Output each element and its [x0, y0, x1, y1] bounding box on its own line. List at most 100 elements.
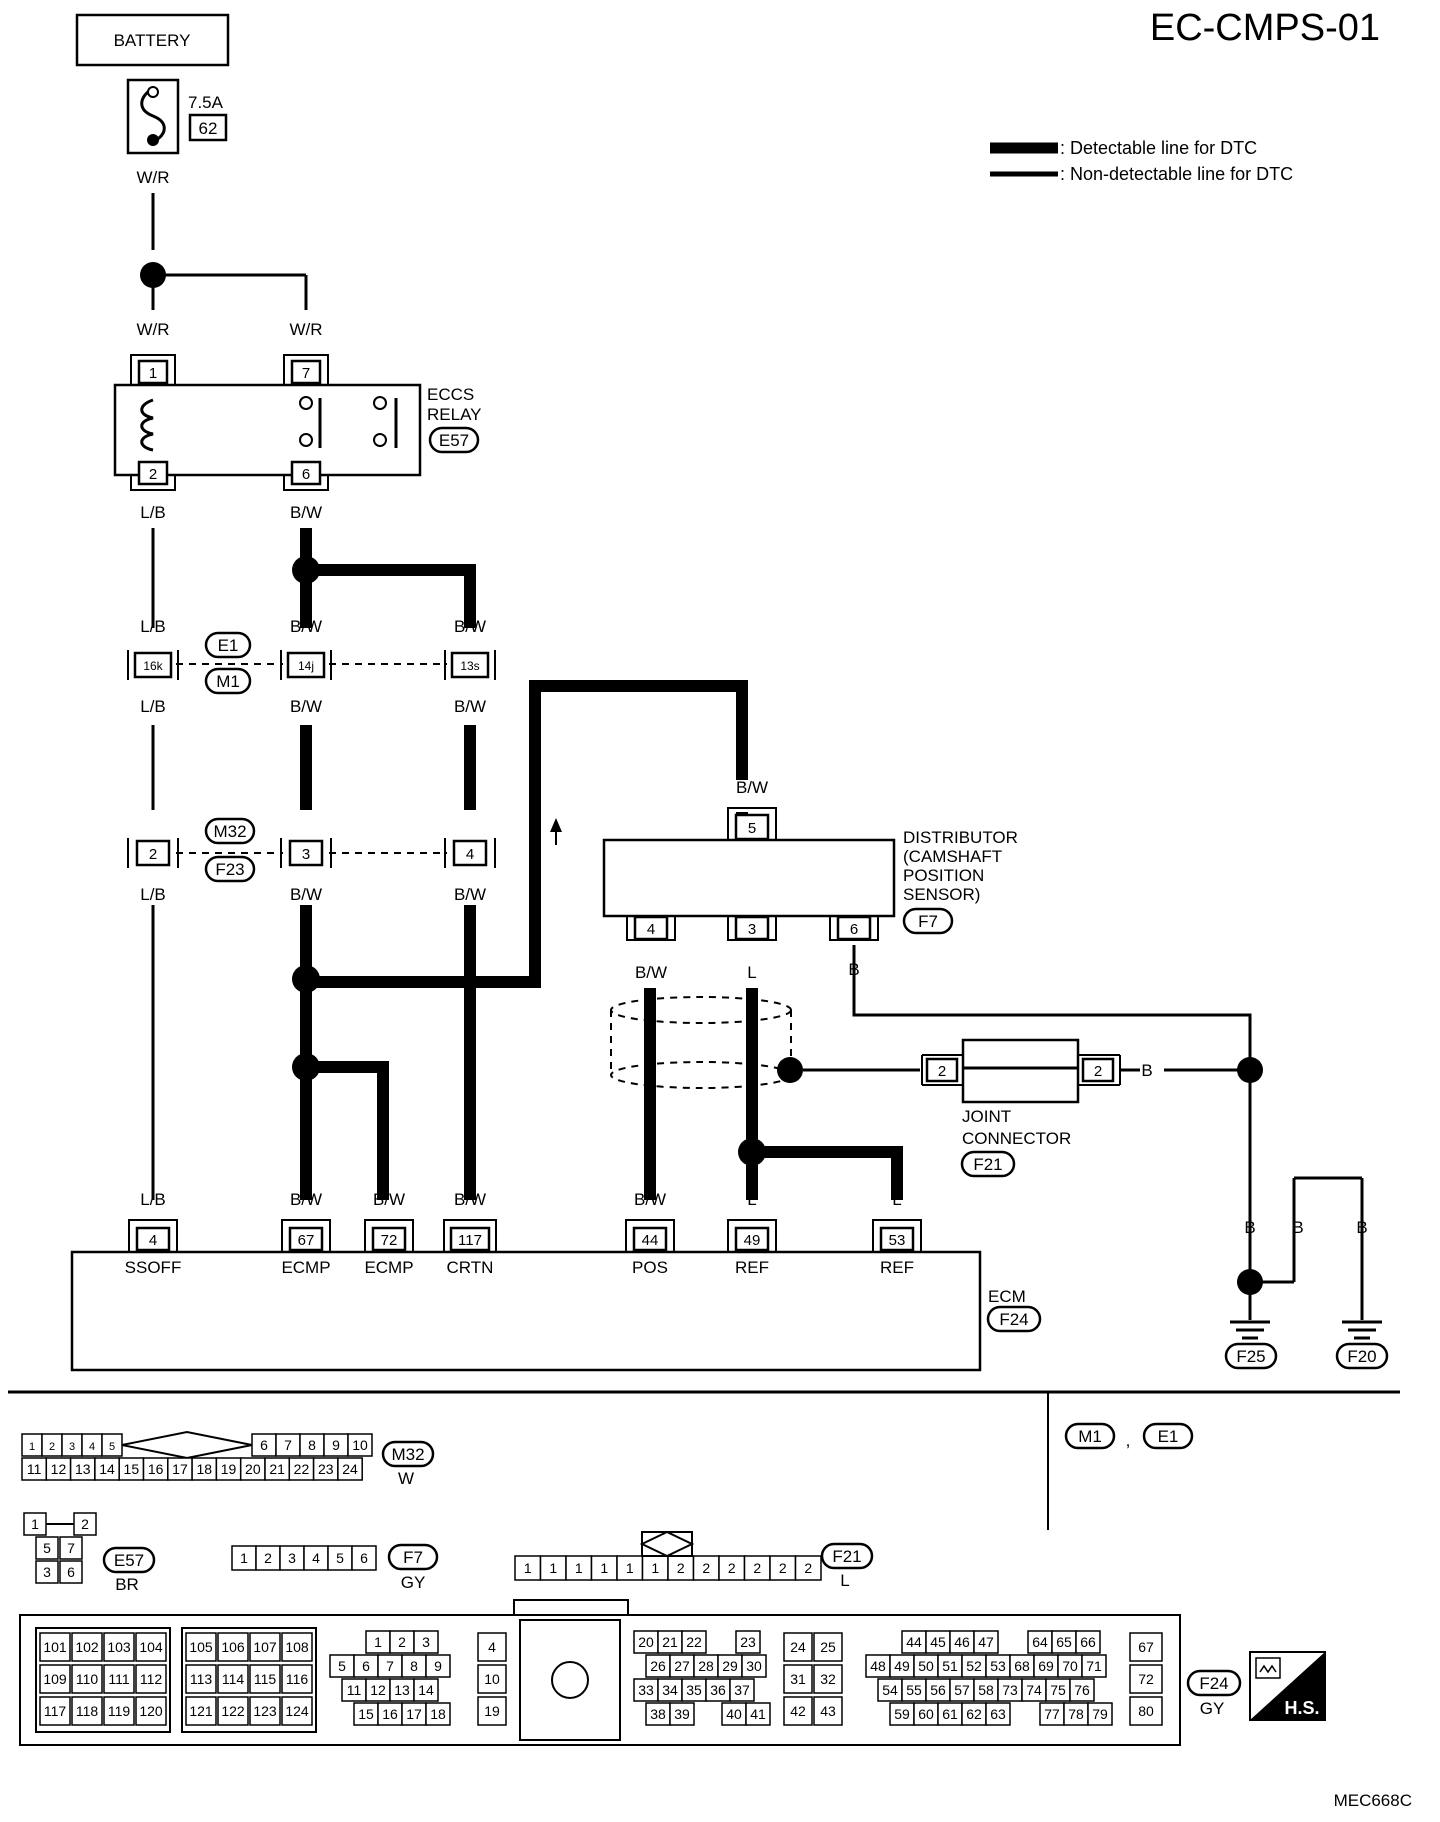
- f24-housing: [19, 1614, 1181, 1746]
- f24-pin-label: 107: [253, 1639, 277, 1655]
- f24-pin-cell: [1069, 1678, 1095, 1702]
- legend-detectable-text: : Detectable line for DTC: [1060, 138, 1257, 158]
- svg-text:REF: REF: [735, 1258, 769, 1277]
- f21-pin-label: 1: [549, 1560, 557, 1576]
- fuse-number: 62: [199, 119, 218, 138]
- f24-pin-label: 27: [674, 1658, 690, 1674]
- connector-view-f21-color: L: [840, 1571, 849, 1590]
- wire-label-bw-5: B/W: [290, 885, 322, 904]
- svg-text:4: 4: [647, 921, 655, 938]
- ecm-pin-117: 117 CRTN: [443, 1219, 497, 1277]
- f24-pin-label: 46: [954, 1634, 970, 1650]
- f24-pin-label: 37: [734, 1682, 750, 1698]
- connector-view-f7-id: F7: [403, 1548, 423, 1567]
- f24-pin-cell: [741, 1654, 767, 1678]
- connector-view-e1: E1: [1158, 1427, 1179, 1446]
- m32-pin-label: 1: [29, 1441, 35, 1453]
- ecm-pin-4: 4 SSOFF: [125, 1219, 181, 1277]
- f24-pin-label: 53: [990, 1658, 1006, 1674]
- splice-l: [738, 1138, 766, 1166]
- svg-text:CRTN: CRTN: [447, 1258, 494, 1277]
- fuse: [126, 78, 180, 155]
- f24-pin-cell: [813, 1696, 843, 1726]
- wire-label-wr-right: W/R: [289, 320, 322, 339]
- distributor-pin-4: 4: [626, 915, 676, 941]
- svg-text:5: 5: [748, 820, 756, 837]
- direction-arrow-icon: [550, 818, 562, 832]
- f24-pin-cell: [185, 1664, 217, 1694]
- f24-pin-label: 70: [1062, 1658, 1078, 1674]
- svg-text:3: 3: [748, 921, 756, 938]
- ecm-pin-44: 44 POS: [625, 1219, 675, 1277]
- f7-pin-label: 1: [240, 1550, 248, 1566]
- f24-pin-cell: [973, 1630, 999, 1654]
- m32-pin-label: 21: [269, 1461, 285, 1477]
- wire-label-bw-3: B/W: [290, 697, 322, 716]
- f24-pin-cell: [425, 1702, 451, 1726]
- harness-pin-14j: 14j: [280, 650, 332, 680]
- splice-wr: [140, 262, 166, 288]
- m32-pin-label: 9: [332, 1437, 340, 1453]
- m32-pin-label: 22: [294, 1461, 310, 1477]
- f24-pin-cell: [185, 1696, 217, 1726]
- svg-text:72: 72: [381, 1232, 398, 1249]
- f24-latch-icon: [513, 1599, 629, 1741]
- f24-pin-label: 33: [638, 1682, 654, 1698]
- wire-label-b-joint: B: [1141, 1061, 1152, 1080]
- connector-view-f24-color: GY: [1200, 1699, 1225, 1718]
- f24-pin-label: 51: [942, 1658, 958, 1674]
- f24-pin-label: 21: [662, 1634, 678, 1650]
- wire-label-b-2: B: [1292, 1218, 1303, 1237]
- ground-f20-badge: [1335, 1342, 1389, 1370]
- joint-connector-id: F21: [973, 1155, 1002, 1174]
- svg-text:2: 2: [1094, 1063, 1102, 1080]
- f24-pin-label: 119: [108, 1703, 131, 1719]
- e57-pin-cell: [35, 1560, 59, 1584]
- f24-pin-label: 25: [820, 1639, 836, 1655]
- f21-pin-cell: [590, 1555, 618, 1581]
- ground-f25: F25: [1236, 1347, 1265, 1366]
- f7-pin-label: 3: [288, 1550, 296, 1566]
- f7-pin-cell: [279, 1545, 305, 1571]
- harness-pin-4: 4: [444, 838, 496, 868]
- m32-key-icon: [121, 1430, 253, 1460]
- wire-label-lb-2: L/B: [140, 697, 166, 716]
- m32-pin-label: 14: [99, 1461, 115, 1477]
- f24-pin-cell: [103, 1664, 135, 1694]
- relay-pin-1: 1: [130, 354, 176, 385]
- f24-pin-label: 24: [790, 1639, 806, 1655]
- f24-block1: [35, 1627, 171, 1733]
- wire-label-b-1: B: [1244, 1218, 1255, 1237]
- f24-pin-label: 79: [1092, 1706, 1108, 1722]
- f24-pin-label: 66: [1080, 1634, 1096, 1650]
- f24-pin-label: 113: [190, 1671, 213, 1687]
- f24-pin-label: 47: [978, 1634, 994, 1650]
- wire-label-lb-ecm: L/B: [140, 1190, 166, 1209]
- relay-contact-icon: [299, 396, 313, 410]
- f24-pin-label: 12: [370, 1682, 386, 1698]
- f24-pin-cell: [735, 1630, 761, 1654]
- f24-pin-label: 120: [139, 1703, 163, 1719]
- f24-pin-label: 106: [221, 1639, 245, 1655]
- f24-pin-label: 4: [488, 1639, 496, 1655]
- f21-pin-cell: [794, 1555, 822, 1581]
- f24-pin-label: 11: [347, 1682, 362, 1698]
- f24-pin-cell: [729, 1678, 755, 1702]
- svg-text:2: 2: [149, 846, 157, 863]
- ecm-pin-53: 53 REF: [872, 1219, 922, 1277]
- f24-pin-label: 19: [484, 1703, 500, 1719]
- f24-pin-label: 58: [978, 1682, 994, 1698]
- f21-pin-label: 1: [600, 1560, 608, 1576]
- svg-text:6: 6: [850, 921, 858, 938]
- f24-pin-label: 48: [870, 1658, 886, 1674]
- f24-pin-cell: [281, 1632, 313, 1662]
- f24-pin-label: 41: [750, 1706, 766, 1722]
- m32-pin-label: 23: [318, 1461, 334, 1477]
- svg-text:6: 6: [302, 466, 310, 483]
- f24-pin-label: 45: [930, 1634, 946, 1650]
- svg-text:4: 4: [466, 846, 474, 863]
- f21-pin-label: 2: [753, 1560, 761, 1576]
